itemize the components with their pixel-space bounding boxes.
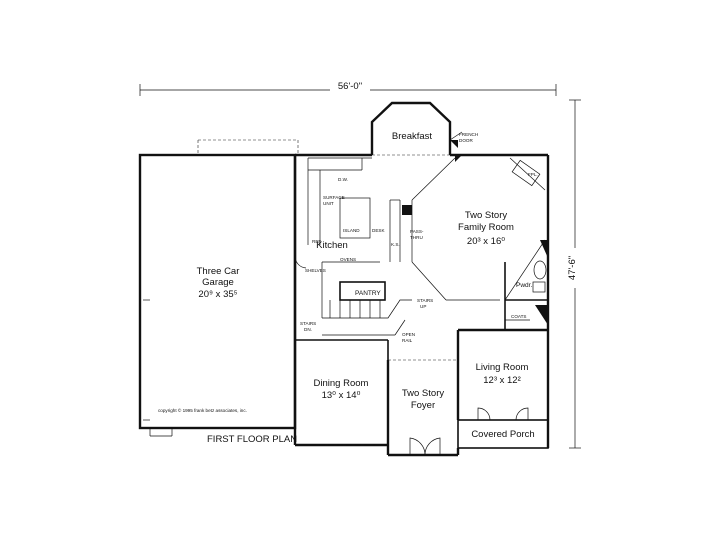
surface-unit-label-2: UNIT [323,201,334,206]
width-dimension: 56'-0" [139,79,557,96]
dining-room: Dining Room 13⁰ x 14⁰ [310,378,375,446]
family-size: 20³ x 16⁰ [467,236,505,247]
fireplace-label: FPL. [528,172,538,177]
garage-name-line-1: Three Car [197,266,240,277]
foyer-name-line-1: Two Story [402,388,444,399]
family-name-line-1: Two Story [465,210,507,221]
island-label: ISLAND [343,228,360,233]
dishwasher-label: D.W. [338,177,348,182]
garage-name-line-2: Garage [202,277,234,288]
living-room: Living Room 12³ x 12² [476,362,529,421]
garage-size: 20⁹ x 35⁵ [198,289,237,300]
plan-title: FIRST FLOOR PLAN [207,434,297,445]
desk-label: DESK [372,228,385,233]
stairs-up-label-2: UP [420,304,426,309]
stairs-down-label-2: DN. [304,327,312,332]
french-door-label-2: DOOR [459,138,473,143]
stairs: STAIRS UP STAIRS DN. OPEN RAIL [300,298,433,343]
french-door-label-1: FRENCH [459,132,478,137]
family-name-line-2: Family Room [458,222,514,233]
foyer-name-line-2: Foyer [411,400,435,411]
refrigerator-label: REF [312,239,321,244]
depth-dimension: 47'-6" [565,99,581,449]
pass-thru-label-2: THRU [410,235,423,240]
ovens-label: OVENS [340,257,356,262]
stairs-down-label-1: STAIRS [300,321,316,326]
coats-label: COATS [511,314,526,319]
pass-thru-label-1: PASS- [410,229,424,234]
living-name: Living Room [476,362,529,373]
breakfast-name: Breakfast [392,131,432,142]
kitchen-sink-label: K.S. [391,242,400,247]
dining-name: Dining Room [314,378,369,389]
pantry-name: PANTRY [355,290,381,297]
family-room: FPL. Two Story Family Room 20³ x 16⁰ [402,155,548,262]
dining-size: 13⁰ x 14⁰ [322,390,361,401]
foyer: Two Story Foyer [388,359,458,456]
overall-width-label: 56'-0" [338,81,362,92]
powder-name: Pwdr. [516,282,532,289]
copyright-notice: copyright © 1995 frank betz associates, … [158,407,247,413]
kitchen: Kitchen D.W. SURFACE UNIT ISLAND DESK PA… [294,157,424,318]
covered-porch: Covered Porch [471,429,534,440]
garage: Three Car Garage 20⁹ x 35⁵ [138,139,299,437]
shelves-label: SHELVES [305,268,326,273]
overall-depth-label: 47'-6" [567,256,578,280]
open-rail-label-1: OPEN [402,332,415,337]
open-rail-label-2: RAIL [402,338,413,343]
living-size: 12³ x 12² [483,375,521,386]
breakfast: Breakfast FRENCH DOOR [372,131,478,156]
porch-name: Covered Porch [471,429,534,440]
stairs-up-label-1: STAIRS [417,298,433,303]
kitchen-name: Kitchen [316,240,348,251]
powder-room: Pwdr. COATS [504,260,548,330]
surface-unit-label-1: SURFACE [323,195,345,200]
